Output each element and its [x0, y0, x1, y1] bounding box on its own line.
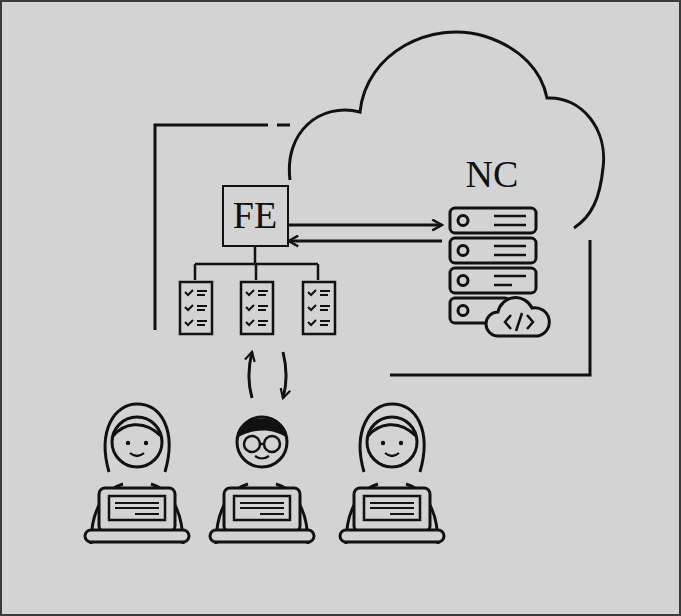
connector-line	[289, 240, 443, 243]
code-cloud	[486, 298, 549, 336]
node-label: NC	[466, 155, 519, 195]
user-figure	[85, 404, 189, 544]
up-arrow	[249, 352, 252, 398]
server-light	[458, 276, 468, 286]
server-light	[458, 306, 468, 316]
user-figure	[340, 404, 444, 544]
document-icon	[241, 282, 273, 334]
server-icon	[450, 208, 549, 336]
cloud-outline	[289, 32, 603, 228]
process-box: FE	[222, 185, 289, 247]
down-arrow	[283, 352, 286, 398]
server-node: NC	[442, 155, 542, 335]
server-unit	[450, 208, 536, 233]
document-icon	[180, 282, 212, 334]
server-light	[458, 246, 468, 256]
connector-line	[289, 224, 443, 227]
connector	[289, 225, 443, 241]
server-light	[458, 216, 468, 226]
user-figure	[210, 417, 314, 544]
tree-lines	[195, 244, 318, 280]
server-unit	[450, 268, 536, 293]
server-lines	[494, 216, 526, 285]
server-unit	[450, 238, 536, 263]
node-label: FE	[233, 196, 277, 236]
code-symbol	[505, 313, 533, 331]
document-icon	[303, 282, 335, 334]
